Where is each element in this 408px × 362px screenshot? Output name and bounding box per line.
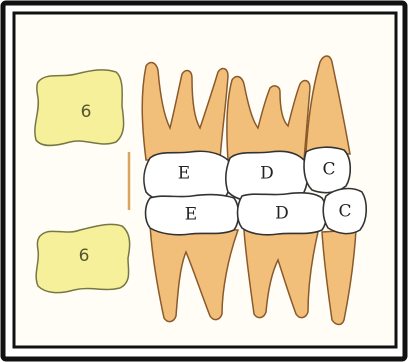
lower-permanent-molar: 6 <box>36 224 129 292</box>
lower-crown-c-label: C <box>338 202 351 222</box>
upper-crown-c-label: C <box>322 160 335 180</box>
lower-crown-d-label: D <box>275 204 289 224</box>
upper-permanent-molar-label: 6 <box>81 102 92 122</box>
upper-crown-d-label: D <box>260 164 274 184</box>
upper-permanent-molar: 6 <box>35 70 124 146</box>
upper-crown-e-label: E <box>178 164 190 184</box>
upper-crowns <box>144 147 350 201</box>
lower-permanent-molar-label: 6 <box>79 246 90 266</box>
lower-crown-e-label: E <box>185 205 197 225</box>
